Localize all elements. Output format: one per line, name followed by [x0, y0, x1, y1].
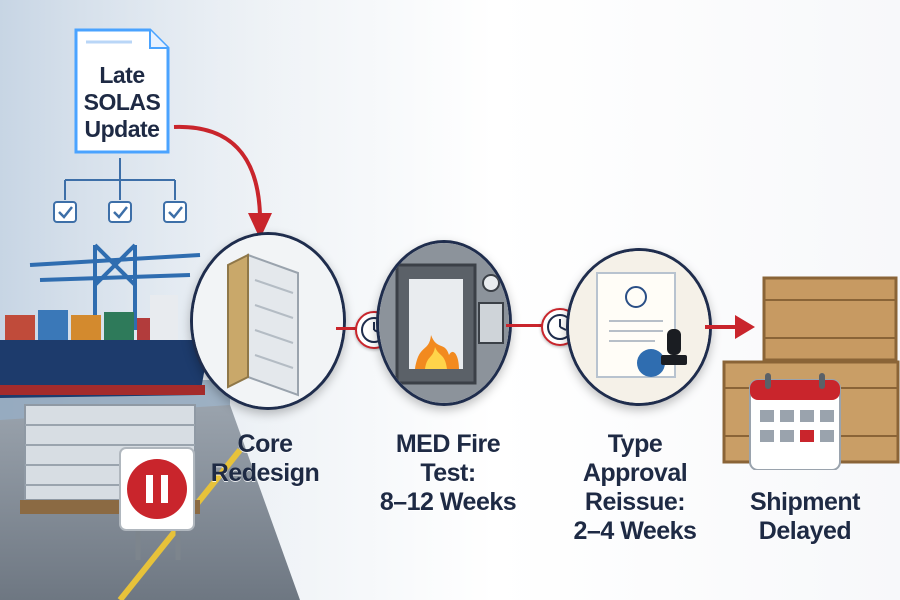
- step-label-line: Shipment: [750, 488, 860, 516]
- stop-sign-icon: [119, 447, 195, 560]
- step-label-line: Reissue:: [584, 488, 686, 516]
- crates-calendar-icon: [722, 276, 900, 470]
- fire-test-furnace-icon: [379, 243, 509, 403]
- checkbox-icon: [53, 201, 77, 223]
- late-solas-update-card: Late SOLAS Update: [72, 26, 172, 156]
- document-title-line: Update: [84, 116, 160, 142]
- step-label-line: 2–4 Weeks: [573, 517, 697, 545]
- containers-icon: [5, 295, 178, 340]
- curved-arrow-icon: [173, 124, 272, 239]
- step-label-line: MED Fire Test:: [395, 430, 501, 487]
- certificate-stamp-icon: [569, 251, 709, 403]
- core-redesign-circle: [190, 232, 346, 410]
- step-label-line: Type Approval: [582, 430, 688, 487]
- calendar-icon: [749, 373, 841, 470]
- document-title-line: Late: [99, 62, 145, 88]
- med-fire-test-label: MED Fire Test: 8–12 Weeks: [368, 430, 528, 517]
- type-approval-label: Type Approval Reissue: 2–4 Weeks: [560, 430, 710, 546]
- sandwich-panel-icon: [193, 235, 343, 407]
- step-label-line: 8–12 Weeks: [379, 488, 517, 516]
- med-fire-test-circle: [376, 240, 512, 406]
- step-label-line: Core: [237, 430, 293, 458]
- document-icon: [74, 28, 170, 154]
- checkbox-icon: [108, 201, 132, 223]
- connector-line: [506, 324, 546, 327]
- type-approval-circle: [566, 248, 712, 406]
- shipment-delayed-label: Shipment Delayed: [735, 488, 875, 546]
- checklist-tree: [53, 158, 187, 223]
- checkbox-icon: [163, 201, 187, 223]
- crane-icon: [29, 243, 201, 330]
- arrow-right-icon: [705, 315, 755, 339]
- step-label-line: Delayed: [758, 517, 852, 545]
- core-redesign-label: Core Redesign: [200, 430, 330, 488]
- document-title-line: SOLAS: [83, 89, 161, 115]
- step-label-line: Redesign: [210, 459, 320, 487]
